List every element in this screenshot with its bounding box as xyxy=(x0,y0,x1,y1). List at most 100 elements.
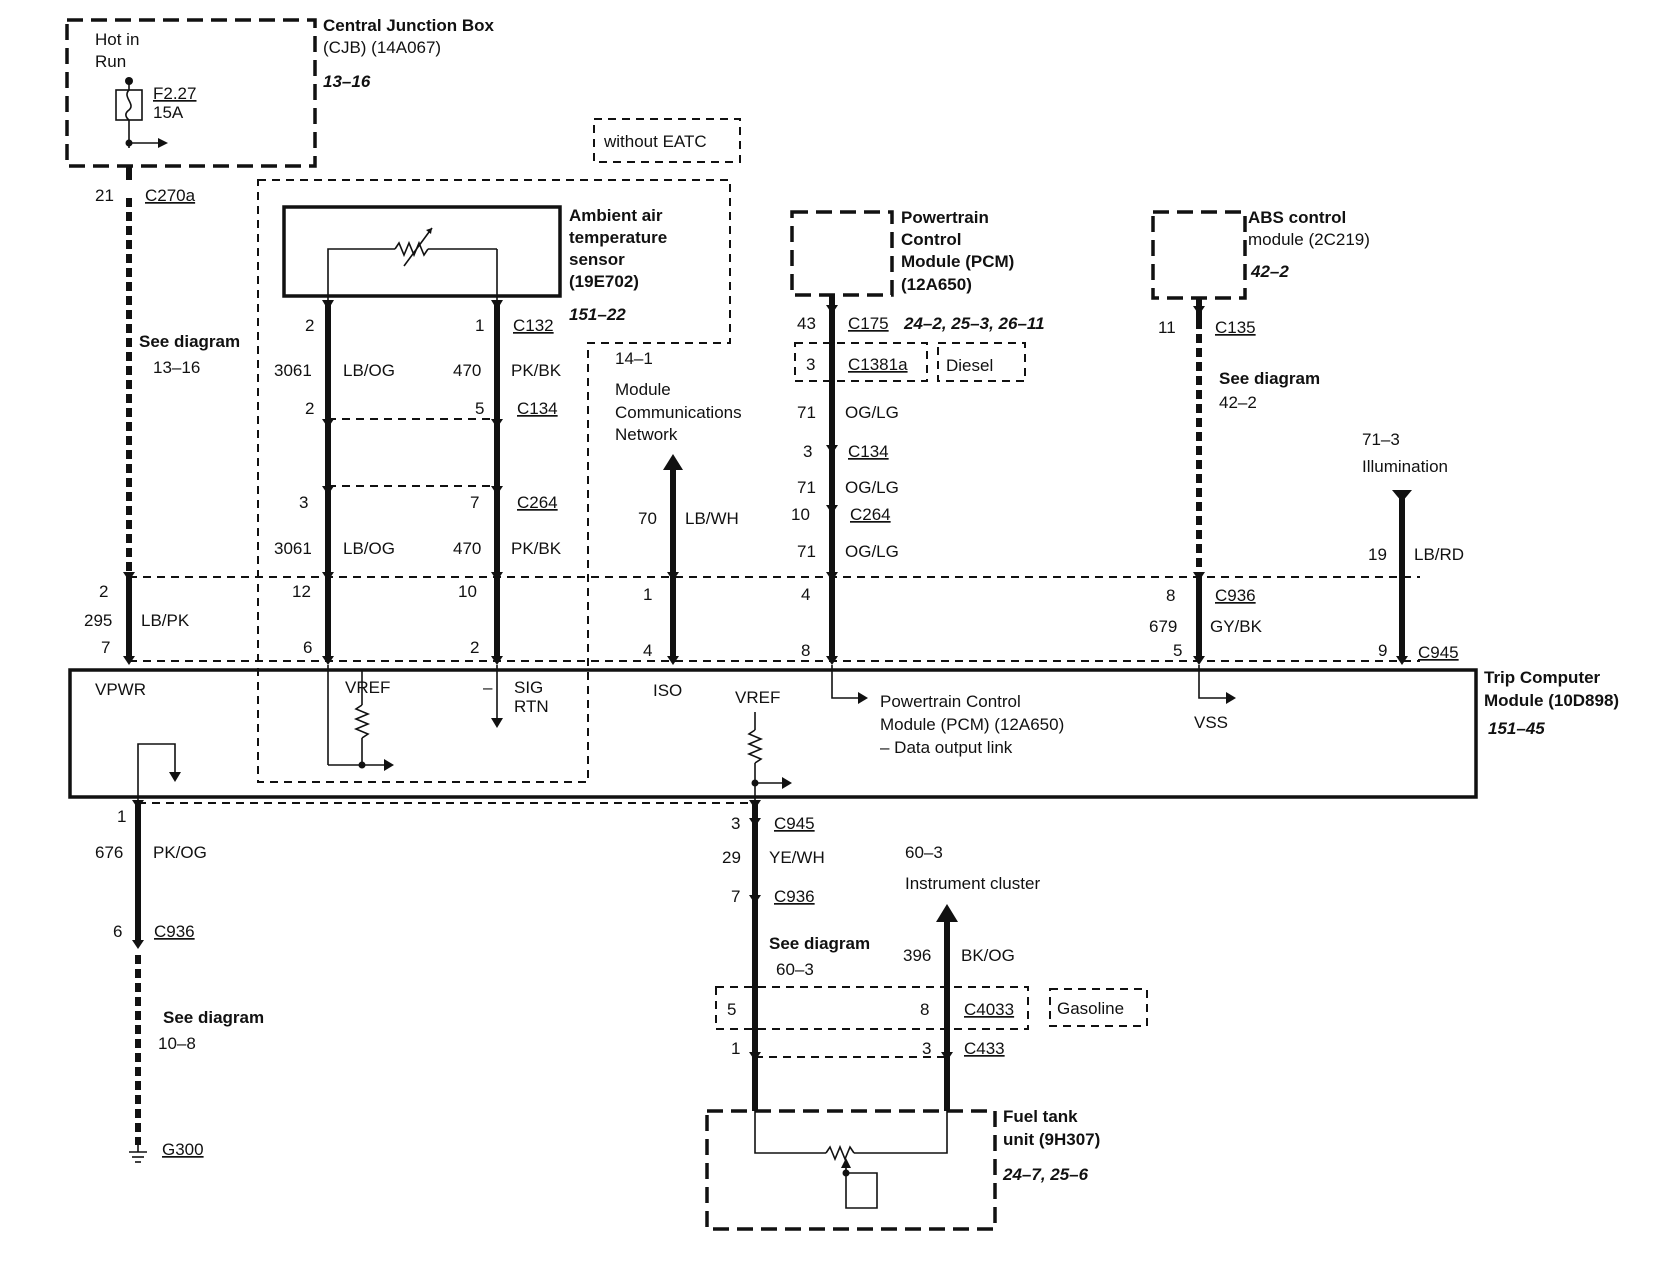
wire-color-oglg-b: OG/LG xyxy=(845,478,899,497)
fuel-see-diagram: See diagram xyxy=(769,934,870,953)
abs-see-ref: 42–2 xyxy=(1219,393,1257,412)
vpwr-wire-group: 21 C270a See diagram 13–16 2 295 LB/PK 7 xyxy=(84,166,240,660)
pcm-title-4: (12A650) xyxy=(901,275,972,294)
connector-c936-gnd: C936 xyxy=(154,922,195,941)
aat-pin-6: 6 xyxy=(303,638,312,657)
illum-label: Illumination xyxy=(1362,457,1448,476)
vref-label-1: VREF xyxy=(345,678,390,697)
sig-label-2: RTN xyxy=(514,697,549,716)
ic-ref: 60–3 xyxy=(905,843,943,862)
connector-c132: C132 xyxy=(513,316,554,335)
connector-c433: C433 xyxy=(964,1039,1005,1058)
central-junction-box: Hot in Run F2.27 15A Central Junction Bo… xyxy=(65,16,495,168)
ground-wire-group: 1 676 PK/OG 6 C936 See diagram 10–8 G300 xyxy=(95,800,755,1163)
wire-color-lbwh: LB/WH xyxy=(685,509,739,528)
pcm-link-label-3: – Data output link xyxy=(880,738,1013,757)
fuel-pin-7: 7 xyxy=(731,887,740,906)
mcn-wire-group: 14–1 Module Communications Network 70 LB… xyxy=(615,349,742,660)
circuit-71-a: 71 xyxy=(797,403,816,422)
diesel-label: Diesel xyxy=(946,356,993,375)
without-eatc-region: without EATC xyxy=(257,118,741,783)
tcm-title-2: Module (10D898) xyxy=(1484,691,1619,710)
abs-title-2: module (2C219) xyxy=(1248,230,1370,249)
sig-label-1: SIG xyxy=(514,678,543,697)
vref-label-2: VREF xyxy=(735,688,780,707)
abs-wires: 11 C135 See diagram 42–2 8 C936 679 GY/B… xyxy=(1149,298,1320,660)
circuit-71-b: 71 xyxy=(797,478,816,497)
gnd-pin-6: 6 xyxy=(113,922,122,941)
wire-color-bkog: BK/OG xyxy=(961,946,1015,965)
wire-color-lbrd: LB/RD xyxy=(1414,545,1464,564)
trip-computer-module: Trip Computer Module (10D898) 151–45 VPW… xyxy=(68,665,1619,800)
mcn-label-1: Module xyxy=(615,380,671,399)
illum-ref: 71–3 xyxy=(1362,430,1400,449)
wire-color-oglg-a: OG/LG xyxy=(845,403,899,422)
gasoline-label: Gasoline xyxy=(1057,999,1124,1018)
wire-color-gybk: GY/BK xyxy=(1210,617,1263,636)
vpwr-label: VPWR xyxy=(95,680,146,699)
aat-pin-5: 5 xyxy=(475,399,484,418)
connector-c1381a: C1381a xyxy=(848,355,908,374)
ambient-air-temp-sensor: Ambient air temperature sensor (19E702) … xyxy=(282,205,667,324)
connector-c270a: C270a xyxy=(145,186,196,205)
abs-title-1: ABS control xyxy=(1248,208,1346,227)
fuse-icon xyxy=(115,77,168,148)
fuse-amps: 15A xyxy=(153,103,184,122)
wire-color-lbog-b: LB/OG xyxy=(343,539,395,558)
pcm-refs: 24–2, 25–3, 26–11 xyxy=(903,314,1045,333)
fuel-pin-3b: 3 xyxy=(922,1039,931,1058)
cjb-ref: 13–16 xyxy=(323,72,371,91)
fuel-tank-unit: Fuel tank unit (9H307) 24–7, 25–6 xyxy=(705,1107,1100,1231)
abs-ref: 42–2 xyxy=(1250,262,1289,281)
circuit-679: 679 xyxy=(1149,617,1177,636)
fuse-label: F2.27 xyxy=(153,84,196,103)
fuel-tank-title-1: Fuel tank xyxy=(1003,1107,1078,1126)
aat-title-2: temperature xyxy=(569,228,667,247)
circuit-295: 295 xyxy=(84,611,112,630)
pin-2: 2 xyxy=(99,582,108,601)
pcm-pin-43: 43 xyxy=(797,314,816,333)
aat-ref: 151–22 xyxy=(569,305,626,324)
gnd-see-ref: 10–8 xyxy=(158,1034,196,1053)
ground-icon xyxy=(129,1145,147,1163)
wire-color-pkog: PK/OG xyxy=(153,843,207,862)
aat-pin-2b: 2 xyxy=(305,399,314,418)
circuit-470-b: 470 xyxy=(453,539,481,558)
aat-pin-10: 10 xyxy=(458,582,477,601)
aat-pin-12: 12 xyxy=(292,582,311,601)
tcm-ref: 151–45 xyxy=(1488,719,1545,738)
pcm-title-2: Control xyxy=(901,230,961,249)
fuel-pin-1: 1 xyxy=(731,1039,740,1058)
hot-in-label: Hot in xyxy=(95,30,139,49)
pin-21: 21 xyxy=(95,186,114,205)
run-label: Run xyxy=(95,52,126,71)
c945-pin-marks xyxy=(123,656,1408,665)
tcm-title-1: Trip Computer xyxy=(1484,668,1601,687)
fuel-pin-3: 3 xyxy=(731,814,740,833)
fuel-pin-5: 5 xyxy=(727,1000,736,1019)
illumination-wire-group: 71–3 Illumination 19 LB/RD 9 C945 xyxy=(1362,430,1464,662)
abs-pin-8: 8 xyxy=(1166,586,1175,605)
abs-pin-5: 5 xyxy=(1173,641,1182,660)
fuel-pin-8: 8 xyxy=(920,1000,929,1019)
connector-c134-a: C134 xyxy=(517,399,558,418)
abs-see-diagram: See diagram xyxy=(1219,369,1320,388)
wire-color-oglg-c: OG/LG xyxy=(845,542,899,561)
illum-pin-9: 9 xyxy=(1378,641,1387,660)
pcm-pin-10: 10 xyxy=(791,505,810,524)
circuit-676: 676 xyxy=(95,843,123,862)
pcm-title-3: Module (PCM) xyxy=(901,252,1014,271)
circuit-70: 70 xyxy=(638,509,657,528)
wire-color-lbog-a: LB/OG xyxy=(343,361,395,380)
pcm-pin-8: 8 xyxy=(801,641,810,660)
mcn-label-2: Communications xyxy=(615,403,742,422)
circuit-71-c: 71 xyxy=(797,542,816,561)
circuit-470-a: 470 xyxy=(453,361,481,380)
abs-module: ABS control module (2C219) 42–2 xyxy=(1151,208,1370,300)
pcm-wires: 43 C175 24–2, 25–3, 26–11 3 C1381a Diese… xyxy=(791,296,1045,660)
gnd-pin-1: 1 xyxy=(117,807,126,826)
circuit-396: 396 xyxy=(903,946,931,965)
aat-title-4: (19E702) xyxy=(569,272,639,291)
iso-label: ISO xyxy=(653,681,682,700)
